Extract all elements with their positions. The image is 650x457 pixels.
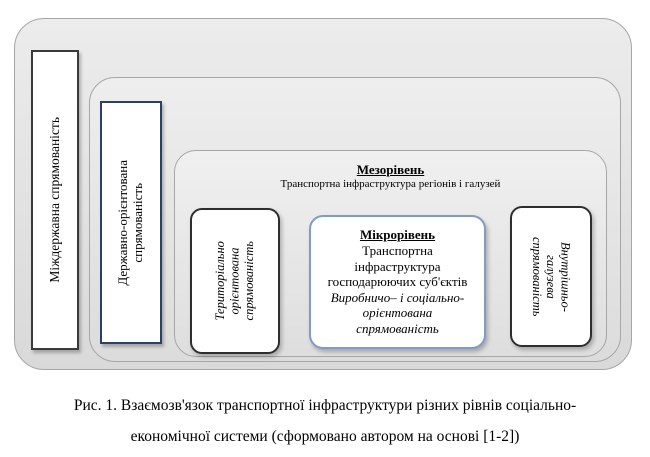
- micro-line2: інфраструктура: [354, 258, 441, 274]
- internal-label-line3: спрямованість: [529, 236, 544, 317]
- micro-line1: Транспортна: [362, 243, 433, 259]
- state-orientation-label-line1: Державно-орієнтована: [115, 159, 131, 286]
- micro-line6: спрямованість: [356, 320, 439, 336]
- figure-caption-line2: економічної системи (сформовано автором …: [130, 428, 520, 445]
- micro-level-card: Мікрорівень Транспортна інфраструктура г…: [309, 215, 486, 349]
- territorial-label-line2: орієнтована: [227, 247, 242, 315]
- state-orientation-box: Державно-орієнтована спрямованість: [100, 101, 162, 344]
- internal-label-line2: галузева: [544, 254, 559, 299]
- territorial-label-line3: спрямованість: [242, 241, 257, 321]
- state-orientation-label-line2: спрямованість: [130, 182, 145, 263]
- territorial-label-line1: Територіально: [213, 241, 228, 321]
- internal-label-line1: Внутрішньо-: [558, 241, 573, 312]
- micro-level-title: Мікрорівень: [359, 227, 436, 243]
- micro-line5: орієнтована: [362, 305, 433, 321]
- territorial-orientation-card: Територіально орієнтована спрямованість: [190, 208, 280, 354]
- internal-sectoral-card: Внутрішньо- галузева спрямованість: [510, 206, 592, 347]
- micro-line3: господарюючих суб'єктів: [327, 274, 468, 290]
- meso-level-subtitle: Транспортна інфраструктура регіонів і га…: [280, 178, 501, 190]
- figure-caption-line1: Рис. 1. Взаємозв'язок транспортної інфра…: [73, 397, 577, 414]
- meso-level-title: Мезорівень: [356, 162, 425, 177]
- interstate-orientation-box: Міждержавна спрямованість: [31, 50, 79, 350]
- interstate-orientation-label: Міждержавна спрямованість: [47, 117, 63, 283]
- micro-line4: Виробничо– і соціально-: [330, 289, 465, 305]
